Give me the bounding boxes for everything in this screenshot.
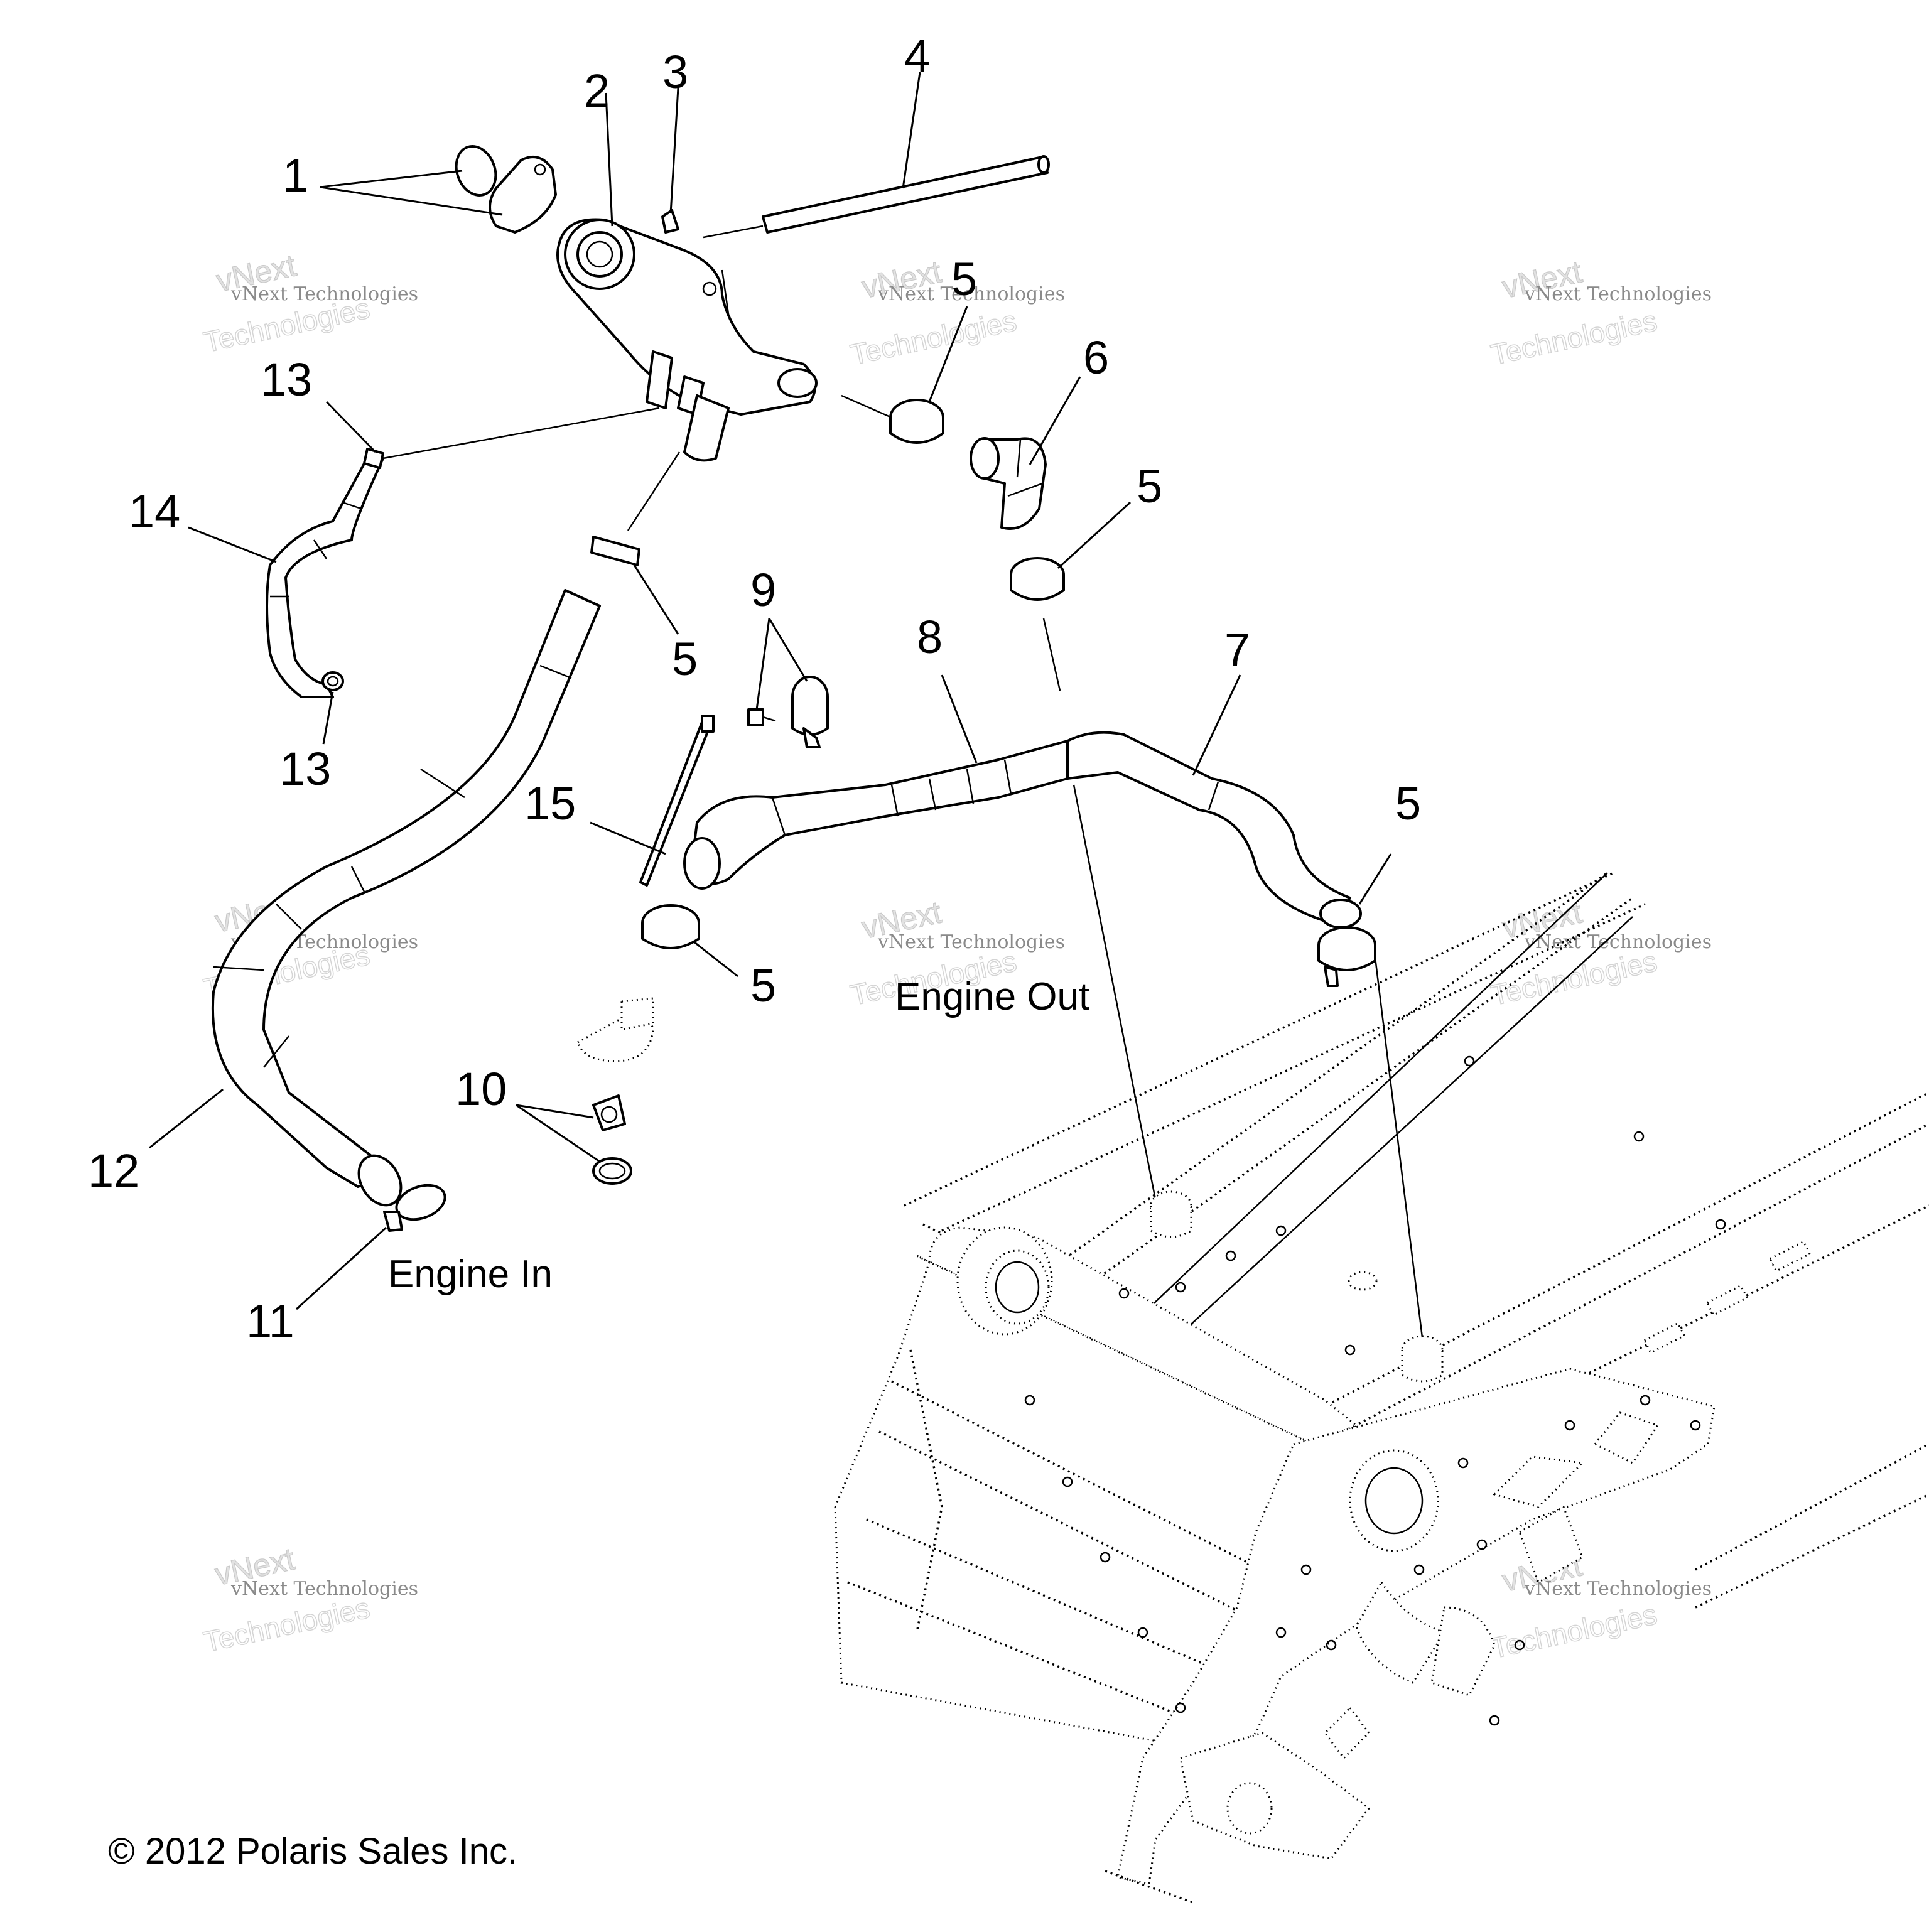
callout-1: 1 xyxy=(283,149,308,202)
leader-4 xyxy=(902,72,921,189)
svg-text:Technologies: Technologies xyxy=(848,304,1019,371)
part-10-thermostat xyxy=(592,1094,632,1185)
leader-11 xyxy=(295,1226,387,1310)
part-9-clamp-bolt xyxy=(747,676,829,748)
callout-10: 10 xyxy=(455,1063,507,1115)
part-3-fitting xyxy=(661,209,679,234)
part-15-cable-tie xyxy=(639,715,715,887)
callout-7: 7 xyxy=(1224,623,1250,676)
part-2-reservoir xyxy=(556,218,818,462)
callout-9: 9 xyxy=(750,564,776,616)
callout-15: 15 xyxy=(524,777,576,829)
part-5-clamp-d xyxy=(641,904,700,949)
svg-text:Technologies: Technologies xyxy=(1488,944,1660,1012)
leader-10b xyxy=(516,1104,600,1163)
leader-14 xyxy=(188,526,277,563)
callout-5c: 5 xyxy=(672,633,698,685)
leader-9b xyxy=(768,618,808,682)
part-5-clamp-e xyxy=(1317,926,1376,987)
leader-12 xyxy=(149,1088,224,1149)
callout-11: 11 xyxy=(246,1295,294,1347)
leader-9a xyxy=(755,618,770,710)
leader-13a xyxy=(325,401,377,453)
part-7-hose xyxy=(1066,731,1362,1200)
watermark-text: vNext Technologies xyxy=(1524,1578,1712,1600)
svg-text:Technologies: Technologies xyxy=(1488,1597,1660,1665)
part-4-tube xyxy=(703,155,1050,239)
watermark-text: vNext Technologies xyxy=(230,283,418,305)
engine-out-label: Engine Out xyxy=(895,975,1089,1018)
part-5-clamp-b xyxy=(1010,557,1065,691)
callout-13b: 13 xyxy=(279,743,331,795)
leader-10a xyxy=(516,1104,594,1119)
part-5-clamp-a xyxy=(841,394,944,444)
part-1-cap xyxy=(455,145,557,234)
part-11-clamp xyxy=(383,1184,446,1232)
part-6-elbow xyxy=(970,437,1047,530)
watermark-top-center: vNext Technologies xyxy=(847,254,1020,372)
leader-3 xyxy=(669,87,679,214)
watermark-text: vNext Technologies xyxy=(230,1578,418,1600)
watermark-text: vNext Technologies xyxy=(1524,283,1712,305)
leader-5e xyxy=(1358,853,1392,905)
part-8-hose xyxy=(683,740,1069,890)
part-14-hose xyxy=(266,451,384,698)
leader-6 xyxy=(1029,376,1081,465)
callout-4: 4 xyxy=(904,30,930,82)
thermostat-housing xyxy=(576,997,654,1062)
leader-5d xyxy=(693,941,738,978)
leader-5c xyxy=(633,564,679,635)
part-12-hose xyxy=(211,589,601,1207)
watermark-text: vNext Technologies xyxy=(1524,931,1712,953)
leader-8 xyxy=(941,674,978,764)
engine-in-label: Engine In xyxy=(388,1253,553,1296)
watermark-top-right: vNext Technologies xyxy=(1488,254,1660,372)
callout-12: 12 xyxy=(88,1145,139,1197)
leader-5b xyxy=(1057,501,1132,569)
leader-1b xyxy=(320,186,503,216)
svg-text:Technologies: Technologies xyxy=(201,1591,372,1658)
part-5-clamp-c xyxy=(590,451,681,566)
leader-7 xyxy=(1192,674,1241,776)
part-13-clamp-b xyxy=(322,671,344,691)
callout-13a: 13 xyxy=(261,353,312,406)
callout-14: 14 xyxy=(129,485,180,537)
callout-2: 2 xyxy=(584,65,610,117)
callout-3: 3 xyxy=(662,46,688,98)
copyright-text: © 2012 Polaris Sales Inc. xyxy=(108,1831,517,1872)
callout-8: 8 xyxy=(917,611,943,663)
watermark-text: vNext Technologies xyxy=(877,931,1065,953)
callout-5e: 5 xyxy=(1395,777,1421,829)
leader-5a xyxy=(928,306,968,402)
callout-5b: 5 xyxy=(1137,460,1162,512)
part-13-clamp-a xyxy=(363,407,660,469)
leader-13b xyxy=(322,691,334,745)
callout-6: 6 xyxy=(1083,332,1109,384)
callout-5d: 5 xyxy=(750,959,776,1012)
watermark-text: vNext Technologies xyxy=(877,283,1065,305)
leader-15 xyxy=(590,821,666,855)
leader-1a xyxy=(320,170,463,188)
chassis-tunnel xyxy=(834,872,1929,1904)
leader-2 xyxy=(605,92,613,227)
callout-5a: 5 xyxy=(951,253,977,305)
svg-text:Technologies: Technologies xyxy=(1488,304,1660,371)
